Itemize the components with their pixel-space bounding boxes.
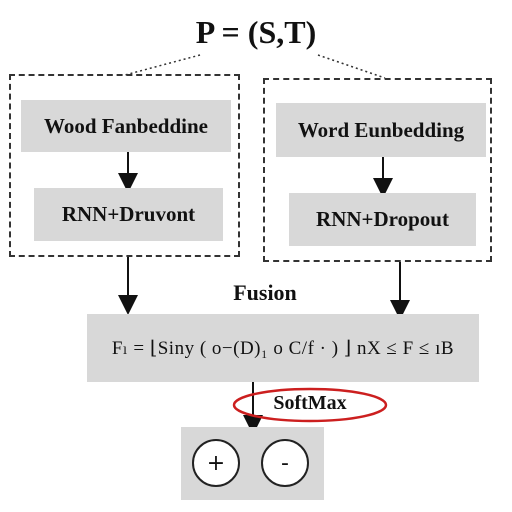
left-branch-group	[9, 74, 240, 257]
right-rnn-box: RNN+Dropout	[289, 193, 476, 246]
diagram-title: P = (S,T)	[195, 14, 317, 50]
title-to-left-dotted-line	[124, 54, 201, 76]
minus-icon: -	[281, 450, 289, 476]
right-branch-group	[263, 78, 492, 262]
left-rnn-box: RNN+Druvont	[34, 188, 223, 241]
fusion-label: Fusion	[233, 280, 297, 305]
softmax-label: SoftMax	[273, 392, 347, 414]
title-to-right-dotted-line	[317, 54, 386, 79]
right-embedding-box: Word Eunbedding	[276, 103, 486, 157]
plus-icon: +	[206, 450, 226, 476]
fusion-formula-box: Fₗ = ⌊Siny ( o−(D)₁ o C/f · ) ⌋ nX ≤ F ≤…	[87, 314, 479, 382]
negative-output-circle: -	[261, 439, 309, 487]
positive-output-circle: +	[192, 439, 240, 487]
softmax-highlight-ellipse	[232, 387, 388, 423]
left-embedding-box: Wood Fanbeddine	[21, 100, 231, 152]
